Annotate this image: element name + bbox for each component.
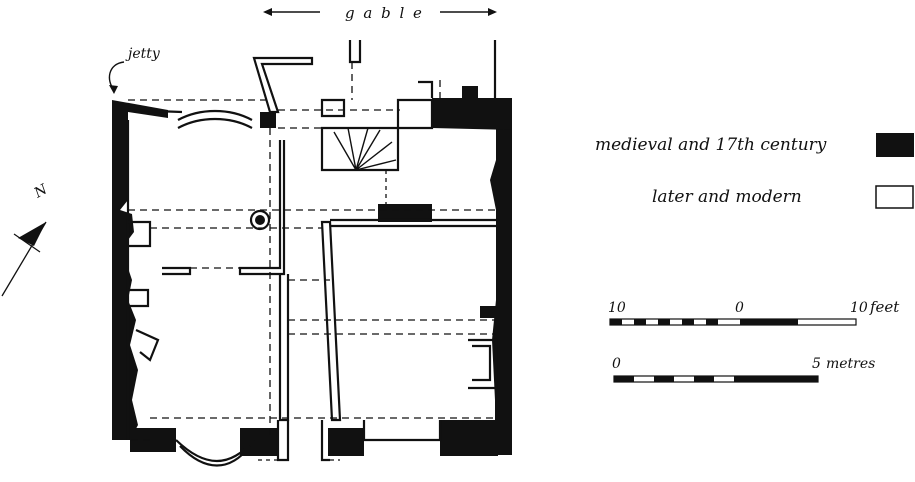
scale-bar-metres: 0 5 metres — [612, 356, 875, 383]
dashed-beams — [128, 62, 496, 461]
gable-dimension: g a b l e — [263, 4, 497, 22]
legend: medieval and 17th century later and mode… — [595, 133, 914, 209]
west-wall — [112, 103, 138, 440]
scale-metres-right: 5 — [812, 356, 821, 372]
north-label: N — [31, 181, 51, 202]
legend-medieval-label: medieval and 17th century — [595, 135, 827, 155]
gable-label: g a b l e — [345, 4, 424, 22]
scale-feet-mid: 0 — [735, 300, 744, 316]
scale-metres-left: 0 — [612, 356, 621, 372]
legend-later-swatch — [875, 185, 914, 209]
east-wall — [468, 100, 512, 455]
scale-feet-unit: feet — [869, 298, 900, 316]
legend-later-label: later and modern — [652, 187, 802, 207]
scale-feet-left: 10 — [608, 300, 626, 316]
scale-feet-right: 10 — [850, 300, 868, 316]
scale-metres-unit: metres — [826, 356, 875, 372]
scale-bar-feet: 10 0 10 feet — [608, 298, 900, 326]
jetty-annotation: jetty — [108, 46, 161, 94]
building-outline — [112, 40, 512, 467]
north-arrow: N — [1, 181, 51, 297]
jetty-label: jetty — [125, 46, 161, 62]
legend-medieval-swatch — [876, 133, 914, 157]
